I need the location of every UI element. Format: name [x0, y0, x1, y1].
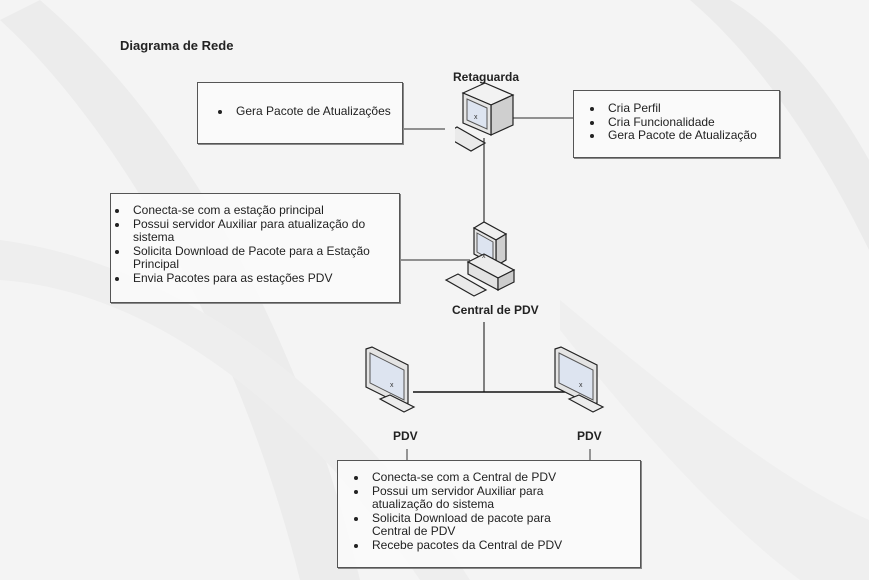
- note-item: Conecta-se com a estação principal: [129, 203, 393, 218]
- diagram-title: Diagrama de Rede: [120, 38, 234, 53]
- note-retaguarda-right: Cria Perfil Cria Funcionalidade Gera Pac…: [573, 90, 780, 158]
- note-item: Cria Perfil: [604, 101, 779, 116]
- keyboard-icon: [444, 273, 488, 297]
- workstation-icon: x: [444, 221, 516, 297]
- note-pdv: Conecta-se com a Central de PDV Possui u…: [337, 460, 641, 568]
- note-item: Recebe pacotes da Central de PDV: [368, 538, 590, 553]
- desktop-computer-icon: x: [455, 82, 515, 152]
- node-label-pdv-right: PDV: [577, 429, 602, 443]
- svg-text:x: x: [390, 382, 394, 389]
- note-list: Gera Pacote de Atualizações: [198, 104, 402, 119]
- note-item: Solicita Download de pacote para Central…: [368, 511, 590, 539]
- monitor-icon: x: [365, 346, 416, 413]
- note-item: Gera Pacote de Atualização: [604, 128, 779, 143]
- svg-text:x: x: [474, 114, 478, 121]
- node-label-pdv-left: PDV: [393, 429, 418, 443]
- svg-text:x: x: [579, 382, 583, 389]
- svg-text:x: x: [482, 253, 486, 260]
- note-item: Possui servidor Auxiliar para atualizaçã…: [129, 217, 393, 245]
- keyboard-icon: [455, 126, 487, 152]
- node-label-central-de-pdv: Central de PDV: [452, 303, 539, 317]
- node-label-retaguarda: Retaguarda: [453, 70, 520, 84]
- note-retaguarda-left: Gera Pacote de Atualizações: [197, 82, 403, 144]
- note-list: Conecta-se com a estação principal Possu…: [111, 203, 393, 286]
- note-item: Conecta-se com a Central de PDV: [368, 470, 590, 485]
- note-central: Conecta-se com a estação principal Possu…: [110, 193, 400, 303]
- note-item: Gera Pacote de Atualizações: [232, 104, 402, 119]
- note-item: Envia Pacotes para as estações PDV: [129, 271, 393, 286]
- note-item: Solicita Download de Pacote para a Estaç…: [129, 244, 393, 272]
- note-item: Possui um servidor Auxiliar para atualiz…: [368, 484, 590, 512]
- note-list: Conecta-se com a Central de PDV Possui u…: [338, 470, 590, 553]
- monitor-icon: x: [554, 346, 605, 413]
- note-list: Cria Perfil Cria Funcionalidade Gera Pac…: [574, 101, 779, 143]
- note-item: Cria Funcionalidade: [604, 115, 779, 130]
